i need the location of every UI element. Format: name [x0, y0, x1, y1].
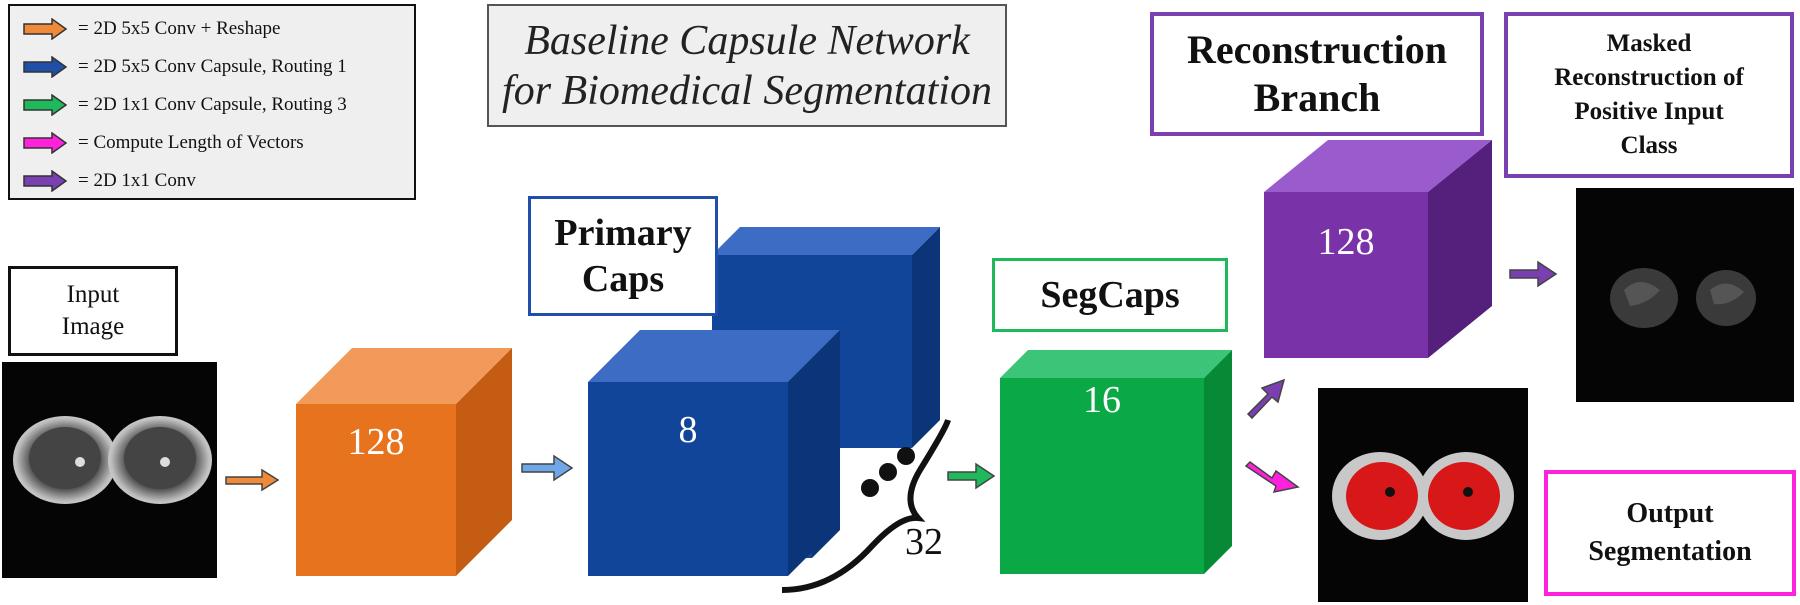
magenta-diagonal-arrow: [1244, 461, 1300, 494]
input-label-line-1: Input: [66, 281, 120, 308]
reconstruction-label-line-1: Reconstruction: [1187, 27, 1447, 72]
output-label-line-2: Segmentation: [1588, 536, 1752, 567]
capsule-count: 32: [905, 521, 943, 563]
purple-arrow: [1509, 260, 1558, 288]
green-arrow-icon: [23, 94, 68, 116]
reconstruction-value: 128: [1317, 221, 1375, 263]
output-label-line-1: Output: [1626, 498, 1714, 529]
masked-label-line-2: Reconstruction of: [1554, 64, 1744, 91]
legend-label: = 2D 1x1 Conv Capsule, Routing 3: [78, 94, 347, 115]
input-image: [2, 362, 217, 578]
input-image-label: Input Image: [8, 266, 178, 356]
reconstruction-branch-label: Reconstruction Branch: [1150, 12, 1484, 136]
purple-diagonal-arrow: [1246, 378, 1286, 420]
legend-label: = 2D 5x5 Conv + Reshape: [78, 18, 281, 39]
legend-item-conv-reshape: = 2D 5x5 Conv + Reshape: [22, 16, 280, 42]
magenta-arrow-icon: [23, 132, 68, 154]
primary-caps-label-line-2: Caps: [581, 258, 665, 300]
legend-item-1x1-conv: = 2D 1x1 Conv: [22, 168, 196, 194]
legend: = 2D 5x5 Conv + Reshape = 2D 5x5 Conv Ca…: [8, 4, 416, 200]
curly-brace: [781, 419, 951, 593]
conv-block-value: 128: [347, 421, 405, 463]
masked-reconstruction-image: [1576, 188, 1794, 402]
blue-arrow-icon: [23, 56, 68, 78]
legend-item-compute-length: = Compute Length of Vectors: [22, 130, 304, 156]
output-segmentation-image: [1318, 388, 1528, 602]
light-blue-arrow: [521, 454, 574, 482]
primary-caps-label-line-1: Primary: [554, 212, 692, 254]
reconstruction-cube: [1264, 140, 1492, 358]
masked-label-line-4: Class: [1620, 132, 1678, 159]
output-segmentation-label: Output Segmentation: [1544, 470, 1796, 596]
segcaps-value: 16: [1083, 379, 1121, 421]
green-arrow: [947, 462, 996, 490]
legend-label: = 2D 5x5 Conv Capsule, Routing 1: [78, 56, 347, 77]
ellipsis-dots: [861, 447, 915, 497]
reconstruction-label-line-2: Branch: [1253, 75, 1381, 120]
segcaps-cube: [1000, 350, 1232, 574]
input-label-line-2: Image: [61, 313, 125, 340]
conv-block-cube: [296, 348, 512, 576]
legend-item-conv-capsule-routing-1: = 2D 5x5 Conv Capsule, Routing 1: [22, 54, 347, 80]
segcaps-label-text: SegCaps: [1040, 274, 1180, 316]
orange-arrow: [225, 468, 280, 492]
segcaps-label: SegCaps: [992, 258, 1228, 332]
orange-arrow-icon: [23, 18, 68, 40]
primary-caps-value: 8: [678, 409, 698, 451]
masked-label-line-3: Positive Input: [1574, 98, 1724, 125]
title-line-2: for Biomedical Segmentation: [502, 67, 992, 114]
primary-caps-front-cube: [588, 354, 816, 576]
diagram-title: Baseline Capsule Network for Biomedical …: [487, 4, 1007, 127]
masked-label-line-1: Masked: [1606, 30, 1692, 57]
title-line-1: Baseline Capsule Network: [524, 17, 970, 64]
purple-arrow-icon: [23, 170, 68, 192]
legend-label: = 2D 1x1 Conv: [78, 170, 196, 191]
legend-label: = Compute Length of Vectors: [78, 132, 304, 153]
primary-caps-label: Primary Caps: [528, 196, 718, 316]
legend-item-conv-capsule-routing-3: = 2D 1x1 Conv Capsule, Routing 3: [22, 92, 347, 118]
masked-reconstruction-label: Masked Reconstruction of Positive Input …: [1504, 12, 1794, 178]
